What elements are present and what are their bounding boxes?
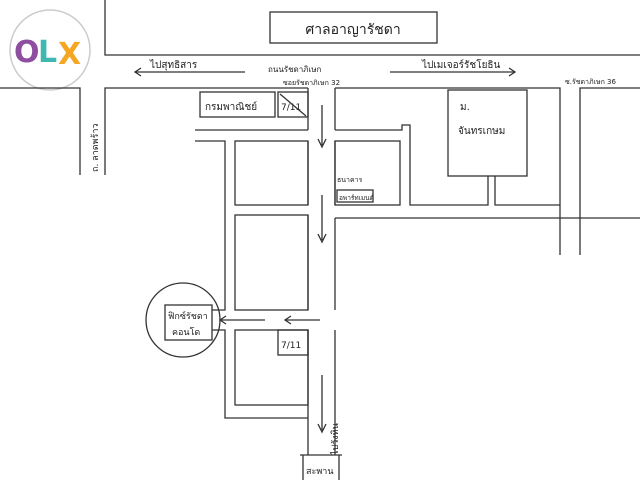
condo-label-1: ฟิกซ์รัชดา [168,310,208,322]
arrow-left-icon [133,67,245,77]
condo-label-2: คอนโด [172,327,200,338]
olx-logo: O L X [9,9,91,91]
logo-o: O [14,35,40,70]
court-block-outline [104,0,640,56]
bank-block [334,140,401,206]
to-wanghin-label: ไปวังหิน [330,423,341,456]
arrow-down-icon [317,375,327,434]
arrow-down-icon [317,105,327,149]
arrow-right-icon [390,67,517,77]
seven-eleven-bottom-label: 7/11 [281,341,301,351]
soi-32-label: ซอยรัชดาภิเษก 32 [283,79,340,87]
crossed-out-mark [279,93,307,117]
logo-x: X [58,37,81,72]
soi-36-label: ซ.รัชดาภิเษก 36 [565,78,617,86]
arrow-left-icon [218,315,265,325]
logo-l: L [38,35,57,70]
bridge-label: สะพาน [306,467,333,477]
commerce-dept-label: กรมพาณิชย์ [205,101,257,113]
soi-36-road [335,87,640,255]
lat-phrao-label: ถ. ลาดพร้าว [90,124,101,172]
seven-eleven-bottom-box [277,329,309,356]
block-c [234,329,309,406]
seven-eleven-top-box [277,91,309,118]
condo-box [164,304,213,341]
bank-label: ธนาคาร [337,176,363,184]
arrow-down-icon [317,195,327,244]
seven-eleven-top-label: 7/11 [281,103,301,113]
court-box [269,11,438,44]
west-lane [195,129,308,419]
to-major-label: ไปเมเจอร์รัชโยธิน [421,58,501,71]
condo-highlight-circle [145,282,221,358]
block-b [234,214,309,311]
ratchadaphisek-road-label: ถนนรัชดาภิเษก [268,65,321,74]
university-box [447,89,528,177]
court-label: ศาลอาญารัชดา [305,22,400,38]
block-a [234,140,309,206]
apartment-box [336,189,374,203]
bridge-outline [300,454,342,480]
university-label-1: ม. [460,102,470,113]
east-lane [335,124,560,206]
university-label-2: จันทรเกษม [458,126,505,137]
commerce-dept-box [199,91,276,118]
lat-phrao-road [0,87,308,175]
to-sutthisan-label: ไปสุทธิสาร [149,59,198,71]
arrow-left-icon [283,315,320,325]
apartment-label: อพาร์ทเมนต์ [339,194,374,202]
